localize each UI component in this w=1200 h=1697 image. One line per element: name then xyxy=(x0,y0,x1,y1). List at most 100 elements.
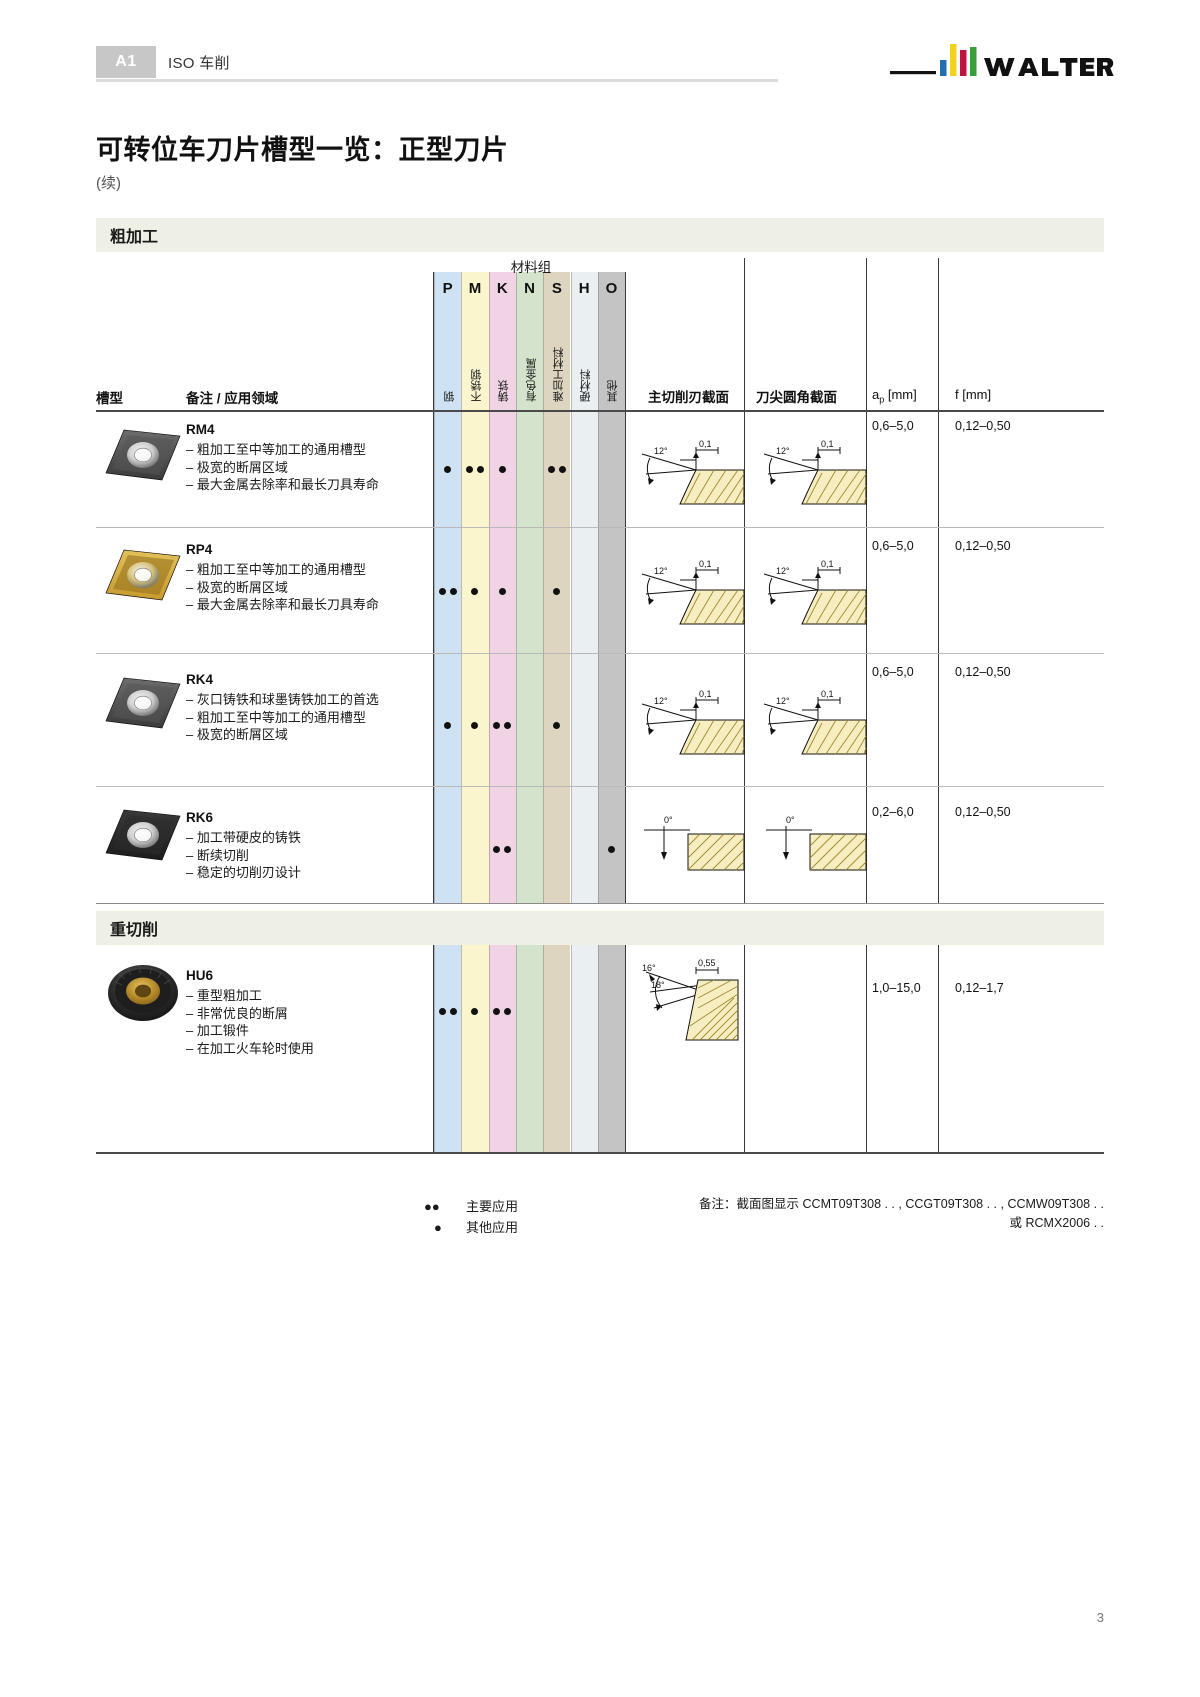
header-underline xyxy=(96,410,1104,412)
application-dot-single-m xyxy=(471,1008,479,1015)
main-edge-section-hu6: 16° 18° 0,55 xyxy=(640,958,748,1048)
material-column-p-strip-1 xyxy=(434,272,462,904)
material-column-m-strip-2 xyxy=(461,945,489,1152)
corner-section-rm4: 12° 0,1 xyxy=(762,439,874,512)
groove-name-rm4: RM4 xyxy=(186,422,215,437)
material-label-h: 硬材料 xyxy=(580,369,593,402)
col-header-f: f [mm] xyxy=(955,387,992,402)
material-column-separator xyxy=(597,945,599,1152)
row-divider-4 xyxy=(96,903,1104,904)
application-dot-single-p xyxy=(444,722,452,729)
divider-ap xyxy=(938,258,939,904)
main-edge-section-rk4: 12° 0,1 xyxy=(640,689,752,762)
bullet-item: – 加工带硬皮的铸铁 xyxy=(186,830,301,845)
svg-text:0,1: 0,1 xyxy=(821,439,834,449)
legend-other-label: 其他应用 xyxy=(466,1220,519,1235)
material-column-separator xyxy=(434,272,435,904)
groove-bullets-rp4: – 粗加工至中等加工的通用槽型– 极宽的断屑区域– 最大金属去除率和最长刀具寿命 xyxy=(186,561,379,614)
col-header-remark: 备注 / 应用领域 xyxy=(186,391,279,406)
material-label-m: 不锈钢 xyxy=(470,369,483,402)
page-subtitle: (续) xyxy=(96,175,121,192)
material-column-o-strip-1 xyxy=(597,272,626,904)
groove-name-rk6: RK6 xyxy=(186,810,214,825)
application-dot-single-k xyxy=(498,466,506,473)
material-column-separator xyxy=(543,272,545,904)
divider-ap-2 xyxy=(938,945,939,1153)
material-column-separator xyxy=(461,272,463,904)
material-group-label: 材料组 xyxy=(510,260,552,275)
insert-image-rp4 xyxy=(100,544,184,606)
material-column-separator xyxy=(461,945,463,1152)
material-label-p: 钢 xyxy=(443,391,456,402)
header-divider-matend xyxy=(625,272,626,904)
material-column-separator xyxy=(488,945,490,1152)
material-letter-h: H xyxy=(578,280,590,297)
application-dot-double-p xyxy=(449,588,457,595)
f-value-rm4: 0,12–0,50 xyxy=(955,419,1011,433)
groove-name-hu6: HU6 xyxy=(186,968,214,983)
material-label-s: 难加工材料 xyxy=(552,347,565,402)
material-letter-o: O xyxy=(605,280,618,297)
groove-bullets-hu6: – 重型粗加工– 非常优良的断屑– 加工锻件– 在加工火车轮时使用 xyxy=(186,987,314,1057)
material-column-separator xyxy=(597,272,599,904)
application-dot-double-m xyxy=(465,466,473,473)
material-column-n-strip-2 xyxy=(515,945,544,1152)
divider-corner xyxy=(866,258,867,904)
groove-bullets-rk4: – 灰口铸铁和球墨铸铁加工的首选– 粗加工至中等加工的通用槽型– 极宽的断屑区域 xyxy=(186,691,379,744)
bullet-item: – 稳定的切削刃设计 xyxy=(186,865,301,880)
row-divider-2 xyxy=(96,653,1104,654)
groove-name-rk4: RK4 xyxy=(186,672,214,687)
svg-text:0,55: 0,55 xyxy=(698,958,716,968)
ap-value-rp4: 0,6–5,0 xyxy=(872,539,914,553)
row-divider-1 xyxy=(96,527,1104,528)
bullet-item: – 最大金属去除率和最长刀具寿命 xyxy=(186,477,379,492)
svg-text:0,1: 0,1 xyxy=(699,439,712,449)
material-column-h-strip-1 xyxy=(570,272,598,904)
page-number: 3 xyxy=(1096,1610,1104,1625)
material-column-o-strip-2 xyxy=(597,945,626,1152)
section-header-rough-label: 粗加工 xyxy=(110,229,159,246)
svg-text:12°: 12° xyxy=(654,446,668,456)
table-bottom-rule xyxy=(96,1152,1104,1154)
col-header-groove: 槽型 xyxy=(96,391,123,406)
material-column-separator xyxy=(570,272,572,904)
walter-logo xyxy=(890,38,1114,86)
application-dot-double-k xyxy=(504,1008,512,1015)
legend-other: ●其他应用 xyxy=(424,1217,518,1236)
svg-text:12°: 12° xyxy=(776,446,790,456)
application-dot-double-k xyxy=(493,1008,501,1015)
material-column-separator xyxy=(570,945,572,1152)
section-header-heavy-label: 重切削 xyxy=(110,922,159,939)
groove-bullets-rk6: – 加工带硬皮的铸铁 – 断续切削 – 稳定的切削刃设计 xyxy=(186,829,301,882)
header-rule xyxy=(96,79,778,82)
bullet-item: – 粗加工至中等加工的通用槽型 xyxy=(186,442,366,457)
insert-image-rk6 xyxy=(100,804,184,866)
material-label-n: 有色金属 xyxy=(525,358,538,402)
header-divider-left xyxy=(433,272,434,904)
main-edge-section-rk6: 0° xyxy=(640,812,752,878)
ap-value-hu6: 1,0–15,0 xyxy=(872,981,921,995)
col-header-corner: 刀尖圆角截面 xyxy=(756,390,837,405)
legend-primary-symbol: ●● xyxy=(424,1199,440,1214)
material-column-p-strip-2 xyxy=(434,945,462,1152)
application-dot-double-k xyxy=(493,722,501,729)
divider-corner-2 xyxy=(866,945,867,1153)
svg-text:0,1: 0,1 xyxy=(821,559,834,569)
material-column-separator xyxy=(515,945,517,1152)
bullet-item: – 在加工火车轮时使用 xyxy=(186,1040,314,1056)
application-dot-single-p xyxy=(444,466,452,473)
material-letter-m: M xyxy=(468,280,482,297)
application-dot-double-s xyxy=(558,466,566,473)
groove-bullets-rm4: – 粗加工至中等加工的通用槽型– 极宽的断屑区域– 最大金属去除率和最长刀具寿命 xyxy=(186,441,379,494)
bullet-item: – 断续切削 xyxy=(186,847,249,863)
header-section-title: ISO 车削 xyxy=(168,54,230,72)
material-column-k-strip-2 xyxy=(488,945,516,1152)
main-edge-section-rm4: 12° 0,1 xyxy=(640,439,752,512)
col-header-ap-sub: p xyxy=(879,394,885,405)
ap-value-rk4: 0,6–5,0 xyxy=(872,665,914,679)
svg-text:12°: 12° xyxy=(654,696,668,706)
col-header-ap-symbol: a xyxy=(872,387,880,402)
page-title: 可转位车刀片槽型一览：正型刀片 xyxy=(96,135,509,165)
application-dot-double-k xyxy=(504,846,512,853)
